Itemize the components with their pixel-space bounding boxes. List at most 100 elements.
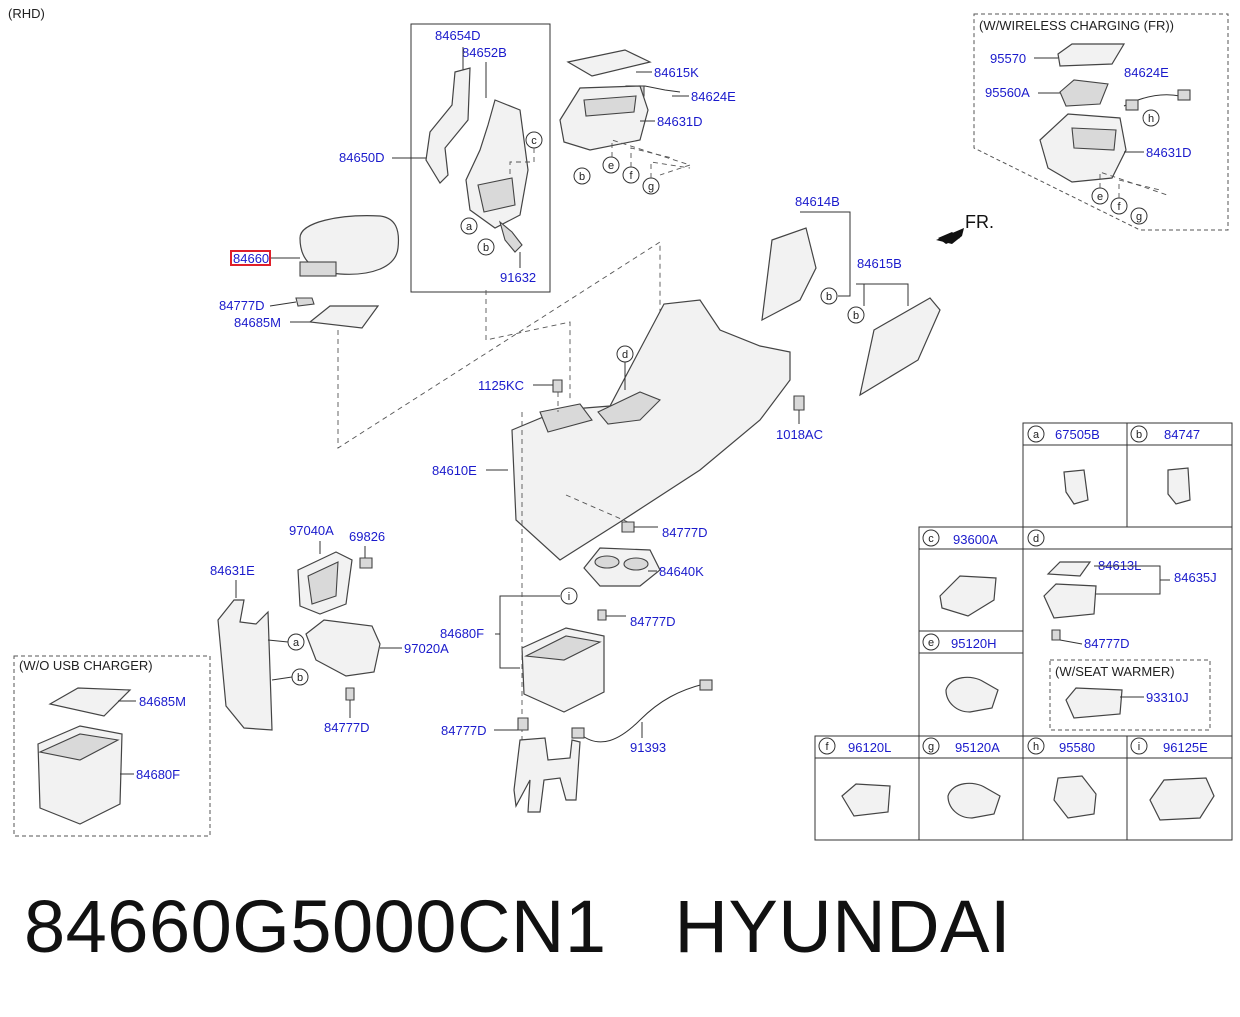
svg-text:a: a bbox=[293, 637, 300, 649]
part-label-84654D[interactable]: 84654D bbox=[435, 28, 481, 43]
part-label-91632[interactable]: 91632 bbox=[500, 270, 536, 285]
legend-part-e[interactable]: 95120H bbox=[951, 636, 997, 651]
legend-part-84635J[interactable]: 84635J bbox=[1174, 570, 1217, 585]
part-label-84624E-wireless[interactable]: 84624E bbox=[1124, 65, 1169, 80]
part-label-84680F[interactable]: 84680F bbox=[440, 626, 484, 641]
stand bbox=[513, 737, 581, 813]
svg-text:e: e bbox=[1097, 191, 1103, 203]
clip-67505B bbox=[1063, 469, 1089, 505]
part-label-84777D-e[interactable]: 84777D bbox=[324, 720, 370, 735]
svg-text:c: c bbox=[531, 135, 537, 147]
svg-text:d: d bbox=[1033, 533, 1039, 545]
panel-84614B bbox=[761, 227, 817, 322]
part-label-91393[interactable]: 91393 bbox=[630, 740, 666, 755]
svg-text:e: e bbox=[608, 160, 614, 172]
console-84610E bbox=[511, 299, 791, 561]
wireless-charging-box bbox=[973, 13, 1229, 231]
legend-cell-g: g 95120A bbox=[922, 737, 1001, 819]
legend-part-i[interactable]: 96125E bbox=[1163, 740, 1208, 755]
part-label-84777D-c[interactable]: 84777D bbox=[630, 614, 676, 629]
outlet-96125E bbox=[1149, 777, 1215, 821]
part-label-84640K[interactable]: 84640K bbox=[659, 564, 704, 579]
svg-text:d: d bbox=[622, 349, 628, 361]
legend-cell-f: f 96120L bbox=[818, 737, 891, 817]
legend-part-g[interactable]: 95120A bbox=[955, 740, 1000, 755]
legend-part-a[interactable]: 67505B bbox=[1055, 427, 1100, 442]
part-label-84631E[interactable]: 84631E bbox=[210, 563, 255, 578]
cover-84613L bbox=[1046, 561, 1092, 577]
svg-text:h: h bbox=[1148, 113, 1154, 125]
part-label-84614B[interactable]: 84614B bbox=[795, 194, 840, 209]
charger-95560A bbox=[1059, 79, 1109, 107]
wire-91632 bbox=[498, 220, 523, 253]
part-label-1018AC[interactable]: 1018AC bbox=[776, 427, 823, 442]
legend-cell-e: e 95120H bbox=[922, 633, 999, 713]
cover-84615K bbox=[566, 49, 652, 77]
part-label-84777D-a[interactable]: 84777D bbox=[219, 298, 265, 313]
bezel-84631E bbox=[217, 599, 273, 731]
svg-text:b: b bbox=[826, 291, 832, 303]
part-label-84685M-usb[interactable]: 84685M bbox=[139, 694, 186, 709]
svg-text:a: a bbox=[466, 221, 473, 233]
svg-text:g: g bbox=[1136, 211, 1142, 223]
svg-text:b: b bbox=[853, 310, 859, 322]
legend-cell-c: c 93600A bbox=[922, 529, 998, 617]
highlight-box-84660 bbox=[230, 250, 271, 266]
legend-cell-a: a 67505B bbox=[1027, 425, 1100, 505]
svg-text:c: c bbox=[928, 533, 934, 545]
legend-cell-i: i 96125E bbox=[1130, 737, 1215, 821]
variant-label: (RHD) bbox=[8, 6, 45, 21]
legend-cell-d: d 84613L 84635J 84777D (W/SEAT WARMER) 9… bbox=[1027, 529, 1217, 731]
part-label-84610E[interactable]: 84610E bbox=[432, 463, 477, 478]
part-label-84652B[interactable]: 84652B bbox=[462, 45, 507, 60]
front-label: FR. bbox=[965, 212, 994, 232]
clip-84747 bbox=[1167, 467, 1191, 505]
part-label-84685M[interactable]: 84685M bbox=[234, 315, 281, 330]
part-label-1125KC[interactable]: 1125KC bbox=[478, 378, 524, 393]
side-cover-84654D bbox=[425, 67, 471, 184]
module-95580 bbox=[1053, 775, 1097, 819]
switch-93310J bbox=[1065, 687, 1123, 719]
legend-part-84777D[interactable]: 84777D bbox=[1084, 636, 1130, 651]
seat-warmer-box bbox=[1049, 659, 1211, 731]
svg-text:f: f bbox=[629, 170, 633, 182]
svg-text:b: b bbox=[1136, 429, 1142, 441]
part-label-95570[interactable]: 95570 bbox=[990, 51, 1026, 66]
legend-cell-h: h 95580 bbox=[1027, 737, 1097, 819]
part-label-84624E[interactable]: 84624E bbox=[691, 89, 736, 104]
footer-caption: 84660G5000CN1 HYUNDAI bbox=[24, 884, 1214, 994]
jack-95120H bbox=[945, 676, 999, 713]
part-label-84660[interactable]: 84660 bbox=[233, 251, 269, 266]
svg-text:h: h bbox=[1033, 741, 1039, 753]
part-label-69826[interactable]: 69826 bbox=[349, 529, 385, 544]
footer-brand: HYUNDAI bbox=[674, 885, 1012, 968]
pad-84685M-usb bbox=[48, 687, 132, 717]
legend-part-93310J[interactable]: 93310J bbox=[1146, 690, 1189, 705]
part-label-97020A[interactable]: 97020A bbox=[404, 641, 449, 656]
usb-96120L bbox=[841, 783, 891, 817]
part-label-95560A[interactable]: 95560A bbox=[985, 85, 1030, 100]
svg-text:b: b bbox=[579, 171, 585, 183]
part-label-84650D[interactable]: 84650D bbox=[339, 150, 385, 165]
tray-97020A bbox=[305, 619, 381, 677]
footer-part-number: 84660G5000CN1 bbox=[24, 885, 607, 968]
legend-part-b[interactable]: 84747 bbox=[1164, 427, 1200, 442]
seat-warmer-title: (W/SEAT WARMER) bbox=[1055, 664, 1175, 679]
part-label-84680F-usb[interactable]: 84680F bbox=[136, 767, 180, 782]
part-label-84777D-b[interactable]: 84777D bbox=[662, 525, 708, 540]
usb-charger-box bbox=[13, 655, 211, 837]
jack-95120A bbox=[947, 782, 1001, 819]
legend-part-f[interactable]: 96120L bbox=[848, 740, 891, 755]
legend-part-h[interactable]: 95580 bbox=[1059, 740, 1095, 755]
part-label-84631D[interactable]: 84631D bbox=[657, 114, 703, 129]
svg-text:i: i bbox=[1138, 741, 1140, 753]
legend-part-c[interactable]: 93600A bbox=[953, 532, 998, 547]
part-label-84615K[interactable]: 84615K bbox=[654, 65, 699, 80]
part-label-97040A[interactable]: 97040A bbox=[289, 523, 334, 538]
parts-diagram: (RHD) 84654D 84652B 84650D c a b 91632 8… bbox=[8, 6, 1233, 841]
wire-91393 bbox=[579, 683, 705, 743]
part-label-84631D-wireless[interactable]: 84631D bbox=[1146, 145, 1192, 160]
part-label-84777D-d[interactable]: 84777D bbox=[441, 723, 487, 738]
part-label-84615B[interactable]: 84615B bbox=[857, 256, 902, 271]
svg-text:g: g bbox=[928, 741, 934, 753]
